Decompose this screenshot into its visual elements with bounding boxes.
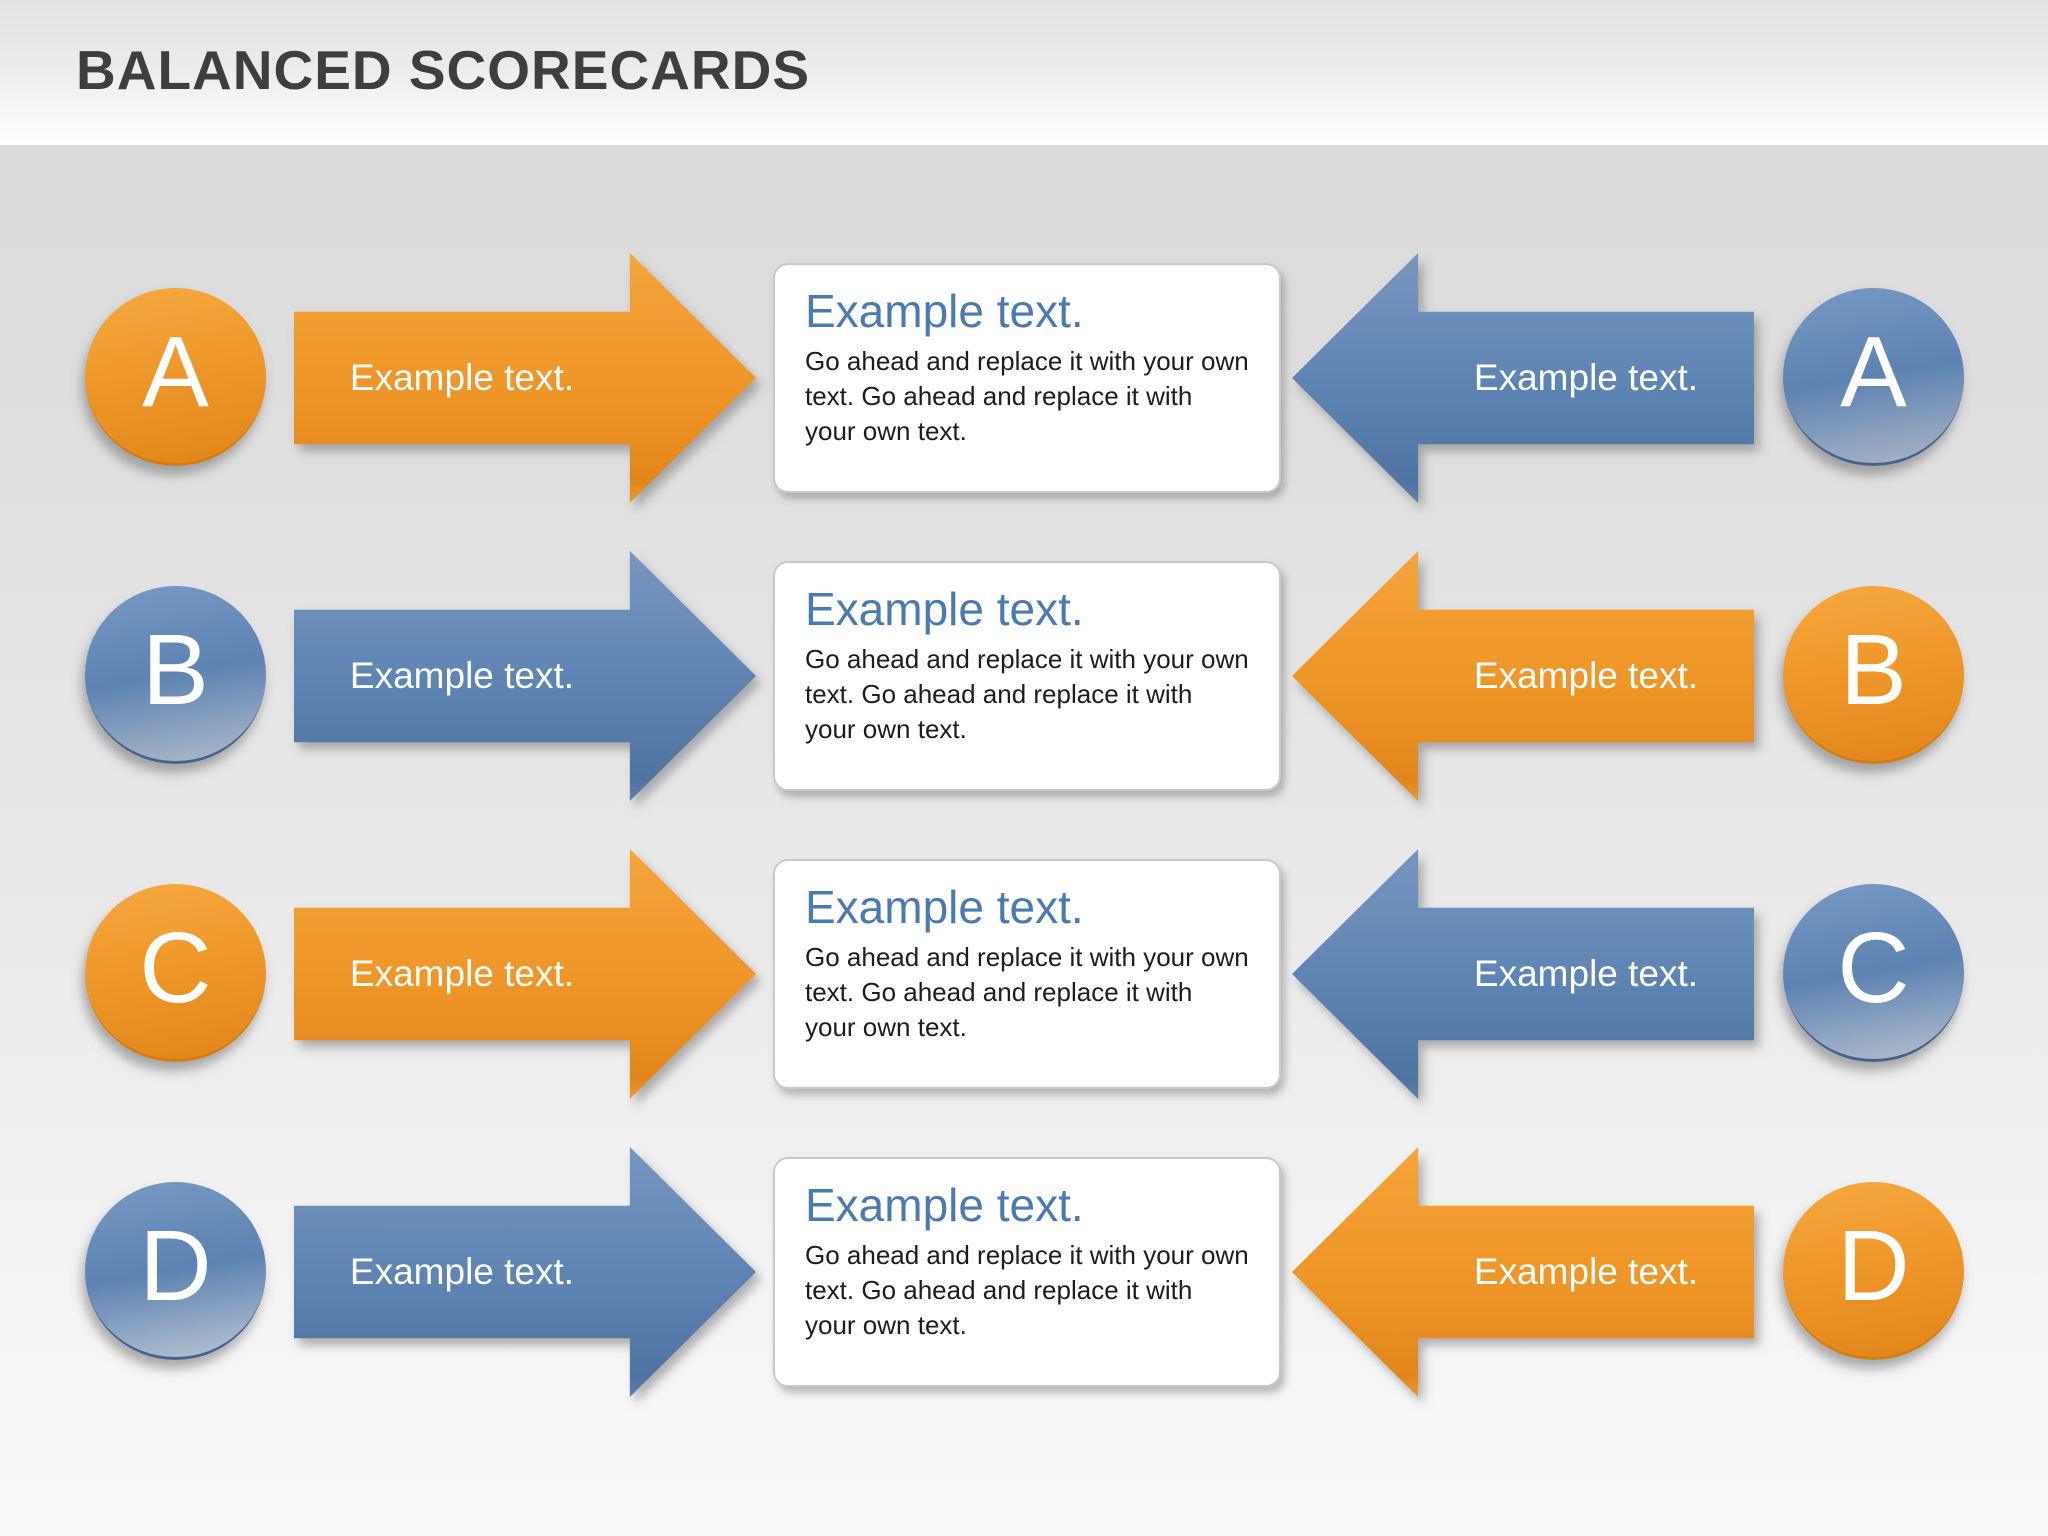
row-c-right-pointing-arrow: Example text. (294, 849, 756, 1099)
card-body-text: Go ahead and replace it with your own te… (805, 1239, 1249, 1340)
row-a-left-letter-circle: A (85, 288, 266, 466)
row-c-left-letter-circle: C (85, 884, 266, 1062)
row-a-example-card: Example text. Go ahead and replace it wi… (773, 263, 1281, 493)
row-a-right-letter-circle: A (1783, 288, 1964, 466)
row-a-right-letter: A (1840, 315, 1907, 428)
row-d-example-card: Example text. Go ahead and replace it wi… (773, 1157, 1281, 1387)
row-c-right-letter-circle: C (1783, 884, 1964, 1062)
row-d-right-letter: D (1837, 1209, 1910, 1322)
arrow-shape-holder (294, 253, 756, 503)
arrow-shape-holder (294, 1147, 756, 1397)
row-d-left-letter: D (139, 1209, 212, 1322)
arrow-shape-holder (1292, 1147, 1754, 1397)
arrow-shape-holder (294, 849, 756, 1099)
row-b-left-pointing-arrow: Example text. (1292, 551, 1754, 801)
arrow-label: Example text. (1473, 1251, 1699, 1292)
row-d-left-letter-circle: D (85, 1182, 266, 1360)
arrow-shape-holder (1292, 551, 1754, 801)
row-b-left-letter: B (142, 613, 209, 726)
card-body-text: Go ahead and replace it with your own te… (805, 941, 1249, 1042)
arrow-shape-holder (1292, 849, 1754, 1099)
page-title: BALANCED SCORECARDS (76, 39, 811, 101)
row-b-right-letter-circle: B (1783, 586, 1964, 764)
arrow-label: Example text. (1473, 655, 1699, 696)
card-body-text: Go ahead and replace it with your own te… (805, 643, 1249, 744)
row-b-right-letter: B (1840, 613, 1907, 726)
row-a-right-pointing-arrow: Example text. (294, 253, 756, 503)
row-c-left-letter: C (139, 911, 212, 1024)
arrow-label: Example text. (1473, 953, 1699, 994)
slide-header: BALANCED SCORECARDS (0, 0, 2048, 145)
arrow-label: Example text. (349, 953, 575, 994)
card-body-text: Go ahead and replace it with your own te… (805, 345, 1249, 446)
card-title: Example text. (805, 285, 1084, 337)
row-b-example-card: Example text. Go ahead and replace it wi… (773, 561, 1281, 791)
card-title: Example text. (805, 881, 1084, 933)
arrow-label: Example text. (349, 1251, 575, 1292)
row-d-right-letter-circle: D (1783, 1182, 1964, 1360)
row-b-left-letter-circle: B (85, 586, 266, 764)
scorecard-row-d: D Example text. Example text. Go ahead a… (0, 1122, 2048, 1422)
row-d-right-pointing-arrow: Example text. (294, 1147, 756, 1397)
scorecard-row-b: B Example text. Example text. Go ahead a… (0, 526, 2048, 826)
row-a-left-pointing-arrow: Example text. (1292, 253, 1754, 503)
arrow-label: Example text. (349, 357, 575, 398)
arrow-label: Example text. (349, 655, 575, 696)
scorecard-row-c: C Example text. Example text. Go ahead a… (0, 824, 2048, 1124)
row-a-left-letter: A (142, 315, 209, 428)
arrow-shape-holder (1292, 253, 1754, 503)
row-c-right-letter: C (1837, 911, 1910, 1024)
row-c-example-card: Example text. Go ahead and replace it wi… (773, 859, 1281, 1089)
card-title: Example text. (805, 1179, 1084, 1231)
row-c-left-pointing-arrow: Example text. (1292, 849, 1754, 1099)
card-title: Example text. (805, 583, 1084, 635)
scorecard-row-a: A Example text. Example text. Go ahead a… (0, 228, 2048, 528)
row-b-right-pointing-arrow: Example text. (294, 551, 756, 801)
arrow-shape-holder (294, 551, 756, 801)
arrow-label: Example text. (1473, 357, 1699, 398)
row-d-left-pointing-arrow: Example text. (1292, 1147, 1754, 1397)
